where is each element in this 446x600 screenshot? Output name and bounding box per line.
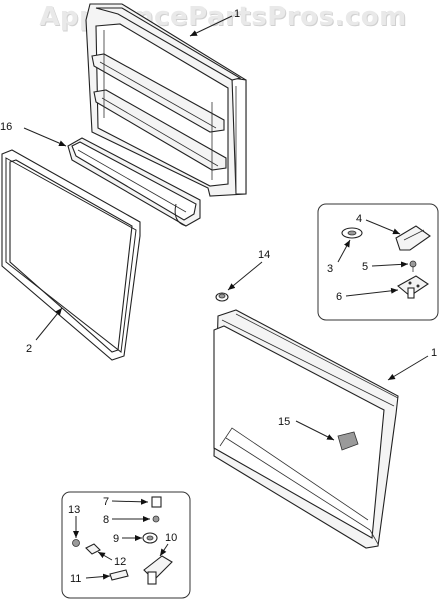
callout-16: 16 (0, 121, 12, 133)
callout-2: 2 (26, 343, 32, 355)
callout-1-top: 1 (234, 8, 240, 20)
callout-9: 9 (113, 533, 119, 545)
plug-part-14 (215, 292, 229, 302)
callout-5: 5 (362, 261, 368, 273)
freezer-door-part (85, 3, 247, 197)
label-plate (337, 431, 359, 451)
door-gasket-part (1, 149, 141, 361)
callout-4: 4 (356, 213, 362, 225)
callout-6: 6 (336, 291, 342, 303)
callout-7: 7 (103, 496, 109, 508)
refrigerator-door-part (213, 309, 399, 549)
callout-12: 12 (114, 556, 126, 568)
callout-13: 13 (68, 504, 80, 516)
hinge-parts-box (317, 203, 439, 321)
callout-8: 8 (103, 514, 109, 526)
callout-14: 14 (258, 249, 270, 261)
callout-11: 11 (70, 573, 81, 585)
callout-3: 3 (327, 263, 333, 275)
callout-1-bottom: 1 (431, 347, 437, 359)
door-shelf-bin-part (67, 137, 201, 227)
callout-15: 15 (278, 416, 290, 428)
bottom-parts-box (61, 491, 191, 599)
callout-10: 10 (165, 532, 177, 544)
